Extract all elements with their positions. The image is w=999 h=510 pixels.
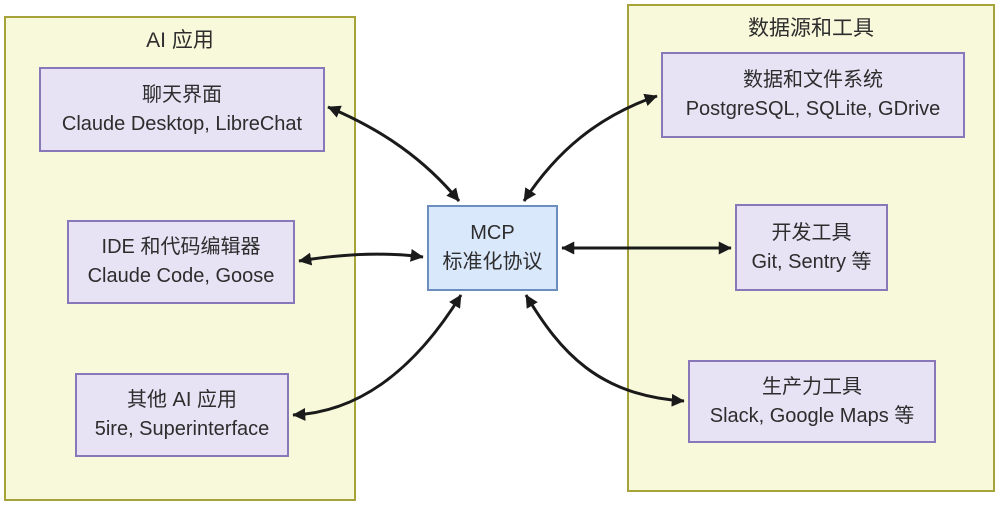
node-chat-interfaces-title: 聊天界面 — [142, 83, 222, 106]
node-productivity-tools: 生产力工具 Slack, Google Maps 等 — [688, 360, 936, 443]
node-other-ai-apps: 其他 AI 应用 5ire, Superinterface — [75, 373, 289, 457]
node-data-file-systems-examples: PostgreSQL, SQLite, GDrive — [685, 98, 941, 120]
node-mcp-protocol-title: MCP — [470, 222, 515, 244]
node-ide-code-editors-title: IDE 和代码编辑器 — [101, 236, 261, 258]
node-productivity-tools-examples: Slack, Google Maps 等 — [709, 404, 915, 427]
node-mcp-protocol: MCP 标准化协议 — [427, 205, 558, 291]
node-data-file-systems: 数据和文件系统 PostgreSQL, SQLite, GDrive — [661, 52, 965, 138]
group-data-sources-tools-title: 数据源和工具 — [748, 17, 874, 40]
node-data-file-systems-title: 数据和文件系统 — [743, 69, 883, 91]
node-other-ai-apps-title: 其他 AI 应用 — [126, 389, 237, 411]
node-ide-code-editors-examples: Claude Code, Goose — [87, 265, 275, 287]
node-dev-tools-examples: Git, Sentry 等 — [751, 250, 872, 273]
group-ai-applications-title: AI 应用 — [146, 29, 214, 52]
node-dev-tools-title: 开发工具 — [771, 221, 852, 244]
node-dev-tools: 开发工具 Git, Sentry 等 — [735, 204, 888, 291]
node-other-ai-apps-examples: 5ire, Superinterface — [94, 418, 270, 440]
node-ide-code-editors: IDE 和代码编辑器 Claude Code, Goose — [67, 220, 295, 304]
node-chat-interfaces-examples: Claude Desktop, LibreChat — [61, 112, 303, 135]
node-mcp-protocol-subtitle: 标准化协议 — [442, 251, 543, 273]
node-chat-interfaces: 聊天界面 Claude Desktop, LibreChat — [39, 67, 325, 152]
node-productivity-tools-title: 生产力工具 — [762, 375, 862, 398]
